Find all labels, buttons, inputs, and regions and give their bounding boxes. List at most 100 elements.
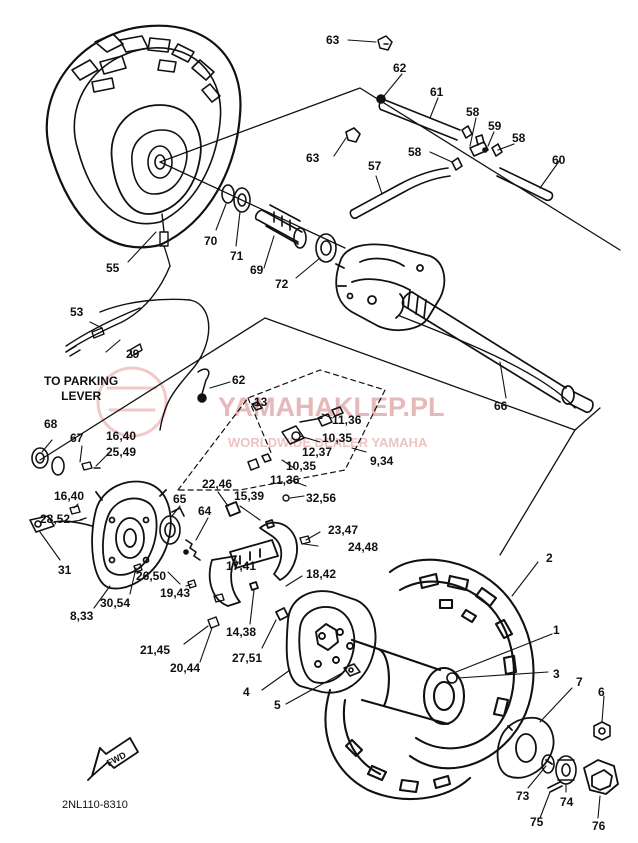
brake-drum-4 [285,590,377,694]
callout-10-35-mid: 10,35 [286,459,317,473]
callout-10-35-top: 10,35 [322,431,353,445]
clamp-58-left [461,125,473,139]
callout-68: 68 [44,417,58,431]
hub-cap-76 [583,759,619,795]
callout-63-mid: 63 [306,151,320,165]
cam-shaft-65 [159,507,185,545]
parking-note-line1: TO PARKING [44,374,119,388]
callout-62-top: 62 [393,61,407,75]
callout-16-40-top: 16,40 [106,429,137,443]
callout-58-left: 58 [408,145,422,159]
leader-frame-lower [39,315,601,556]
callout-72: 72 [275,277,289,291]
nut-6 [593,721,611,741]
callout-25-49: 25,49 [106,445,137,459]
dust-cover-7 [496,716,555,779]
callout-11-36-mid: 11,36 [270,473,300,487]
nut-3 [446,672,458,684]
clip-63-mid [345,127,361,143]
callout-22-46: 22,46 [202,477,233,491]
callout-4: 4 [243,685,250,699]
callout-58-top: 58 [466,105,480,119]
callout-8-33: 8,33 [70,609,94,623]
leader-lines [39,39,605,819]
callout-58-right: 58 [512,131,526,145]
callout-30-54: 30,54 [100,596,131,610]
callout-21-45: 21,45 [140,643,171,657]
callout-14-38: 14,38 [226,625,257,639]
wheel-lower-right [324,558,535,801]
brake-cables [65,265,210,431]
callout-12-37: 12,37 [302,445,333,459]
callout-57: 57 [368,159,382,173]
callout-74: 74 [560,795,574,809]
fwd-arrow-icon [87,737,139,781]
hose-57 [349,167,451,220]
callout-15-39: 15,39 [234,489,265,503]
callout-53: 53 [70,305,84,319]
callout-9-34: 9,34 [370,454,394,468]
callout-26-50: 26,50 [136,569,167,583]
callout-64: 64 [198,504,212,518]
diagram-code: 2NL110-8310 [62,799,128,811]
clamp-58-right [491,143,503,157]
callout-24-48: 24,48 [348,540,379,554]
callout-62-mid: 62 [232,373,246,387]
callout-76: 76 [592,819,606,833]
parking-note-line2: LEVER [61,389,102,403]
callout-5: 5 [274,698,281,712]
callout-75: 75 [530,815,544,829]
watermark-subtext: WORLDWIDE DEALER YAMAHA [228,435,428,450]
hose-61 [378,99,461,141]
callout-29: 29 [126,347,140,361]
cover-68 [31,447,49,469]
callout-17-41: 17,41 [226,559,257,573]
callout-69: 69 [250,263,264,277]
clamp-58-mid [451,157,463,171]
callout-31: 31 [58,563,72,577]
brake-panel-8-33 [91,480,172,590]
callout-60: 60 [552,153,566,167]
callout-63-top: 63 [326,33,340,47]
callout-13: 13 [254,395,268,409]
spring-64 [183,539,201,561]
callout-6: 6 [598,685,605,699]
callout-2: 2 [546,551,553,565]
hose-60 [496,167,554,202]
clip-63-top [377,35,393,51]
callout-66: 66 [494,399,508,413]
callout-70: 70 [204,234,218,248]
washer-73 [541,754,555,774]
callout-16-40-mid: 16,40 [54,489,85,503]
callout-3: 3 [553,667,560,681]
callout-32-56: 32,56 [306,491,337,505]
callout-19-43: 19,43 [160,586,191,600]
callout-27-51: 27,51 [232,651,263,665]
callout-1: 1 [553,623,560,637]
watermark-logo [96,366,168,438]
seal-72 [315,233,337,263]
castle-nut-74 [555,755,577,785]
brake-caliper-kit-box [177,369,386,491]
o-ring-70 [221,184,235,204]
drive-shaft-69 [254,204,307,249]
callout-23-47: 23,47 [328,523,359,537]
callout-18-42: 18,42 [306,567,337,581]
callout-71: 71 [230,249,244,263]
leader-frame-upper [159,87,621,251]
rear-axle-66 [401,289,594,413]
callout-65: 65 [173,492,187,506]
callout-61: 61 [430,85,444,99]
callout-73: 73 [516,789,530,803]
parking-lever-note: TO PARKING LEVER [44,374,118,404]
wheel-upper-left [45,24,242,267]
seal-71 [233,187,251,213]
callout-20-44: 20,44 [170,661,201,675]
callout-59: 59 [488,119,502,133]
callout-28-52: 28,52 [40,512,71,526]
clamp-62-top [376,94,386,104]
callout-55: 55 [106,261,120,275]
nut-5 [343,663,361,677]
